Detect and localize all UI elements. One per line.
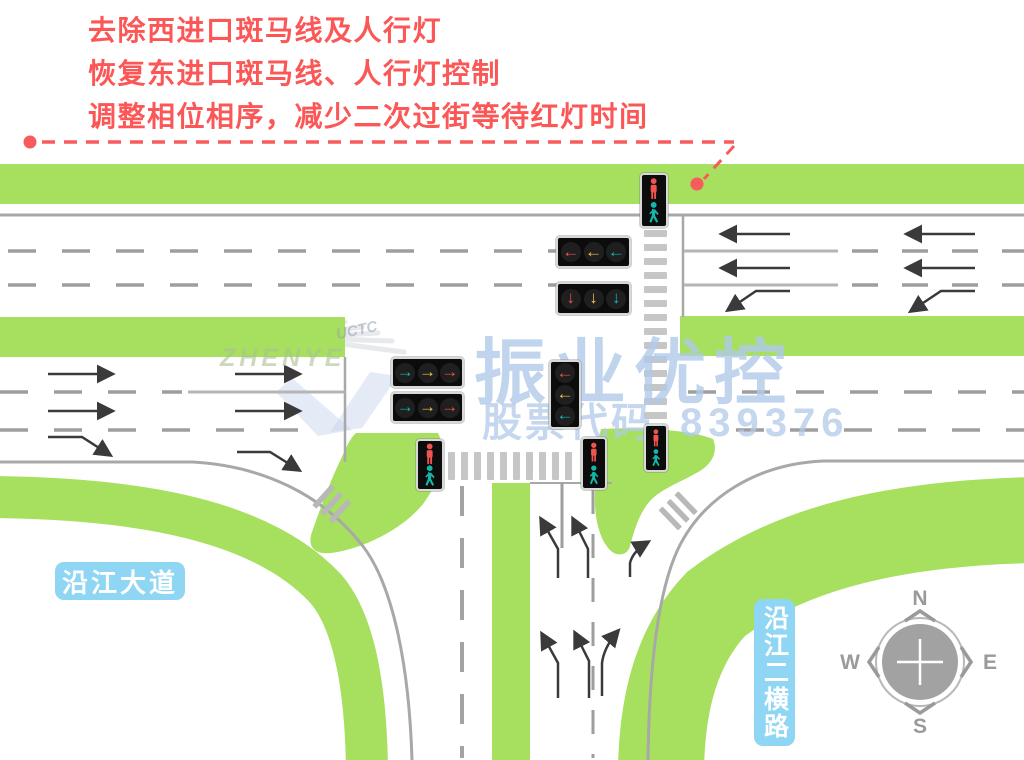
ped-signal-north (640, 173, 668, 228)
pedestrian-walk-icon (589, 464, 599, 484)
lane-lines (0, 249, 1024, 758)
left-arrow-signal-vertical: ←←← (549, 360, 581, 429)
annotation-line-3: 调整相位相序，减少二次过街等待红灯时间 (88, 101, 649, 132)
compass-west-label: W (840, 651, 860, 674)
main-road-label: 沿江大道 (55, 562, 185, 600)
signal-arrow-lamp: → (395, 362, 416, 383)
compass-north-label: N (912, 587, 927, 610)
pedestrian-walk-icon (652, 449, 661, 467)
west-median (0, 317, 345, 357)
compass-icon: N S W E (840, 587, 997, 738)
pedestrian-stand-icon (653, 429, 659, 447)
signal-arrow-lamp: ← (555, 384, 575, 405)
north-verge (0, 164, 1024, 204)
slip-lane-hatch-east (658, 491, 698, 531)
callout-dot-start (23, 135, 37, 149)
southeast-verge (618, 477, 1024, 760)
ped-signal-center (581, 437, 607, 490)
callout-dot-end (690, 177, 704, 191)
pedestrian-walk-icon (425, 465, 435, 486)
down-arrow-signal: ↓↓↓ (556, 282, 631, 315)
signal-arrow-lamp: → (417, 362, 438, 383)
ped-signal-west (416, 439, 444, 491)
signal-arrow-lamp: ← (606, 241, 627, 262)
signal-arrow-lamp: → (417, 397, 438, 418)
pedestrian-stand-icon (650, 178, 657, 200)
south-crosswalk (448, 452, 572, 480)
green-areas (0, 164, 1024, 760)
east-island (594, 428, 715, 555)
right-arrow-signal-lower: →→→ (391, 392, 464, 423)
right-arrow-signal-upper: →→→ (391, 357, 464, 388)
callout-dashed-elbow (702, 144, 736, 181)
side-road-label: 沿江二横路 (754, 599, 795, 746)
callout-leader (23, 135, 736, 191)
compass-south-label: S (913, 715, 927, 738)
traffic-flow-arrows (48, 224, 975, 698)
signal-arrow-lamp: ↓ (560, 288, 581, 309)
signal-arrow-lamp: ↓ (606, 288, 627, 309)
east-median (680, 316, 1024, 356)
signal-arrow-lamp: ← (560, 241, 581, 262)
signal-arrow-lamp: → (395, 397, 416, 418)
signal-arrow-lamp: ← (555, 405, 575, 426)
pedestrian-walk-icon (649, 201, 660, 223)
signal-arrow-lamp: ← (583, 241, 604, 262)
annotation-line-2: 恢复东进口斑马线、人行灯控制 (88, 58, 502, 89)
road-edges (0, 213, 1024, 760)
annotation-line-1: 去除西进口斑马线及人行灯 (88, 15, 443, 46)
pedestrian-stand-icon (591, 442, 597, 462)
left-arrow-signal: ←←← (556, 236, 631, 268)
signal-arrow-lamp: → (439, 362, 460, 383)
slip-lane-hatch-west (312, 484, 351, 524)
pedestrian-stand-icon (427, 443, 433, 465)
ped-signal-east (644, 424, 668, 472)
signal-arrow-lamp: → (439, 397, 460, 418)
signal-arrow-lamp: ← (555, 362, 575, 384)
southwest-verge (0, 476, 388, 760)
side-road-median (492, 483, 530, 760)
signal-arrow-lamp: ↓ (583, 288, 604, 309)
compass-east-label: E (983, 651, 997, 674)
